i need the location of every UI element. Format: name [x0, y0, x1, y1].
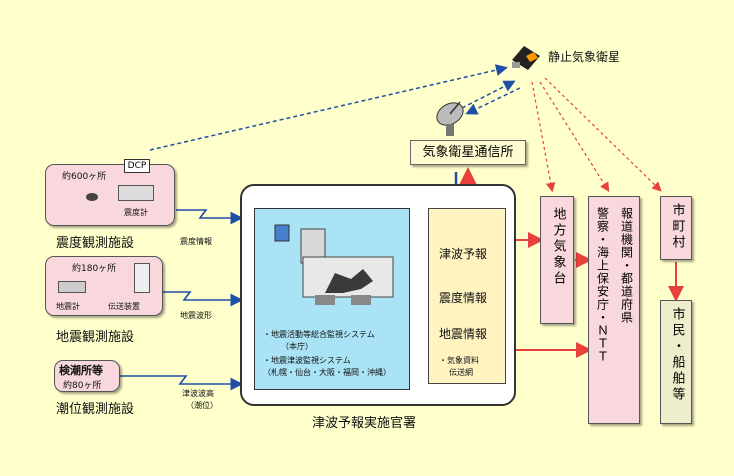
- bulletin-intensity: 震度情報: [439, 291, 488, 305]
- waveform-label: 地震波形: [180, 311, 212, 320]
- monitoring-panel: ・地震活動等総合監視システム （本庁） ・地震津波監視システム （札幌・仙台・大…: [254, 208, 410, 390]
- local-obs-label: 地方気象台: [550, 207, 566, 287]
- local-obs-box: 地方気象台: [540, 196, 574, 324]
- seismic-intensity-facility-box: 約600ヶ所 DCP 震度計: [45, 159, 175, 226]
- seismic-facility-label: 地震観測施設: [56, 330, 135, 345]
- intensity-meter-icon: [118, 185, 154, 201]
- satellite-dish-icon: [436, 101, 464, 136]
- seismic-intensity-count: 約600ヶ所: [62, 172, 107, 182]
- system-line-1: ・地震活動等総合監視システム: [263, 330, 375, 339]
- intensity-link: [176, 209, 244, 225]
- bulletin-tsunami: 津波予報: [439, 247, 488, 261]
- agencies-col-1: 警察・海上保安庁・ＮＴＴ: [595, 207, 610, 363]
- satellite-icon: [512, 46, 540, 70]
- agencies-box: 報道機関・都道府県 警察・海上保安庁・ＮＴＴ: [588, 196, 640, 424]
- sat-to-local-obs: [531, 81, 556, 193]
- municipality-box: 市町村: [660, 196, 692, 260]
- system-line-3: ・地震津波監視システム: [263, 356, 351, 365]
- dish-downlink-line: [465, 87, 521, 115]
- transmitter-label: 伝送装置: [108, 302, 140, 311]
- municipality-label: 市町村: [669, 203, 685, 251]
- sat-to-agencies: [539, 81, 610, 193]
- center-caption: 津波予報実施官署: [312, 416, 417, 431]
- system-line-2: （本庁）: [281, 342, 313, 351]
- dish-uplink-line: [461, 80, 516, 109]
- seismometer-label: 地震計: [56, 302, 80, 311]
- seismic-link: [136, 291, 244, 307]
- sensor-icon: [86, 193, 98, 201]
- sat-to-municipality: [544, 77, 662, 192]
- seismic-intensity-facility-label: 震度観測施設: [56, 236, 135, 251]
- intensity-info-label: 震度情報: [180, 237, 212, 246]
- seismic-intensity-meter-label: 震度計: [124, 208, 148, 217]
- agencies-col-2: 報道機関・都道府県: [619, 207, 634, 324]
- monitoring-room-illustration: [274, 224, 394, 305]
- citizens-box: 市民・船舶等: [660, 300, 692, 424]
- satellite-label: 静止気象衛星: [548, 50, 621, 64]
- tide-org: 検潮所等: [59, 364, 103, 377]
- tsunami-height-label: 津波波高: [182, 389, 214, 398]
- bulletin-earthquake: 地震情報: [439, 327, 488, 341]
- tide-link: [120, 375, 244, 391]
- seismic-facility-box: 約180ヶ所 地震計 伝送装置: [45, 256, 163, 316]
- transmitter-icon: [134, 263, 150, 293]
- dcp-uplink-line: [149, 64, 508, 151]
- comm-station-box: 気象衛星通信所: [410, 140, 526, 165]
- network-line-2: 伝送網: [449, 368, 473, 377]
- citizens-label: 市民・船舶等: [669, 307, 685, 403]
- seismic-count: 約180ヶ所: [72, 264, 117, 274]
- tide-facility-box: 検潮所等 約80ヶ所: [54, 360, 120, 392]
- network-line-1: ・気象資料: [439, 356, 479, 365]
- bulletin-panel: 津波予報 震度情報 地震情報 ・気象資料 伝送網: [428, 208, 506, 384]
- system-line-4: （札幌・仙台・大阪・福岡・沖縄）: [263, 368, 391, 377]
- seismometer-icon: [58, 281, 86, 293]
- tide-level-label: （潮位）: [186, 401, 218, 410]
- tide-count: 約80ヶ所: [63, 381, 102, 391]
- dcp-label: DCP: [124, 159, 150, 173]
- tide-facility-label: 潮位観測施設: [56, 402, 135, 417]
